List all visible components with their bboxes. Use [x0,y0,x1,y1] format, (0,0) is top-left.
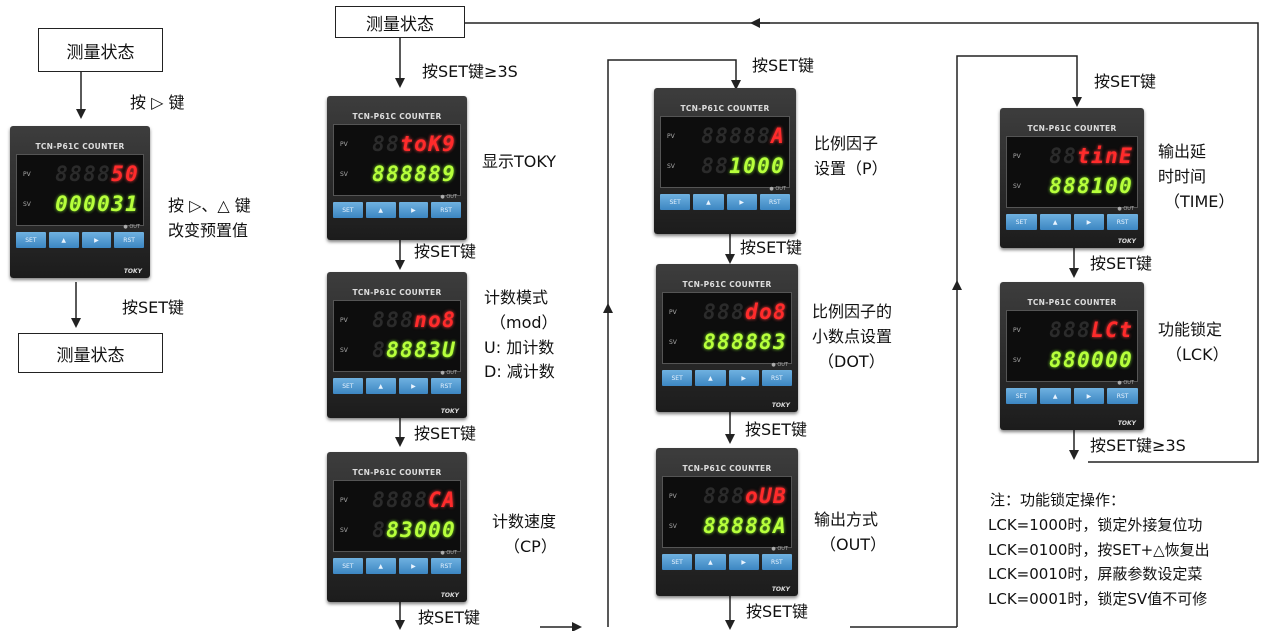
device-description: 比例因子 设置（P） [814,134,888,178]
step-label: 按SET键 [740,238,803,257]
step-label: 按SET键 [414,242,477,261]
step-label: 按SET键 [1094,72,1157,91]
step-label: 按SET键 [745,420,808,439]
device-model: TCN-P61C COUNTER [35,142,125,151]
measure-state-box-top: 测量状态 [38,28,163,72]
step-label: 按SET键 [746,602,809,621]
device-description: 功能锁定 （LCK） [1158,320,1229,364]
step-label: 按SET键≥3S [1090,436,1186,455]
brand-logo: TOKY [123,268,142,275]
up-key: ▲ [48,232,79,248]
step-label: 按SET键 [1090,254,1153,273]
device-description: 显示TOKY [482,152,557,171]
set-key: SET [16,232,46,248]
measure-state-box-bottom: 测量状态 [18,333,163,373]
step-label: 按 ▷ 键 [130,93,185,112]
device-description: 计数速度 （CP） [492,512,557,556]
step-label: 按SET键 [752,56,815,75]
device-description: 比例因子的 小数点设置 （DOT） [812,302,893,371]
device-description: 输出延 时时间 （TIME） [1158,142,1235,211]
device-description: 输出方式 （OUT） [814,510,887,554]
right-key: ▶ [81,232,112,248]
step-label: 按SET键 [122,298,185,317]
device-description: 计数模式 （mod） U: 加计数 D: 减计数 [484,288,558,382]
step-label: 按SET键≥3S [422,62,518,81]
measure-state-box-main: 测量状态 [335,6,465,38]
note-title: 注：功能锁定操作： [990,491,1126,509]
lck-note: 注：功能锁定操作： LCK=1000时，锁定外接复位功 LCK=0100时，按S… [988,488,1210,612]
step-label: 按SET键 [414,424,477,443]
left-description: 按 ▷、△ 键 改变预置值 [168,196,251,240]
step-label: 按SET键 [418,608,481,627]
rst-key: RST [114,232,144,248]
